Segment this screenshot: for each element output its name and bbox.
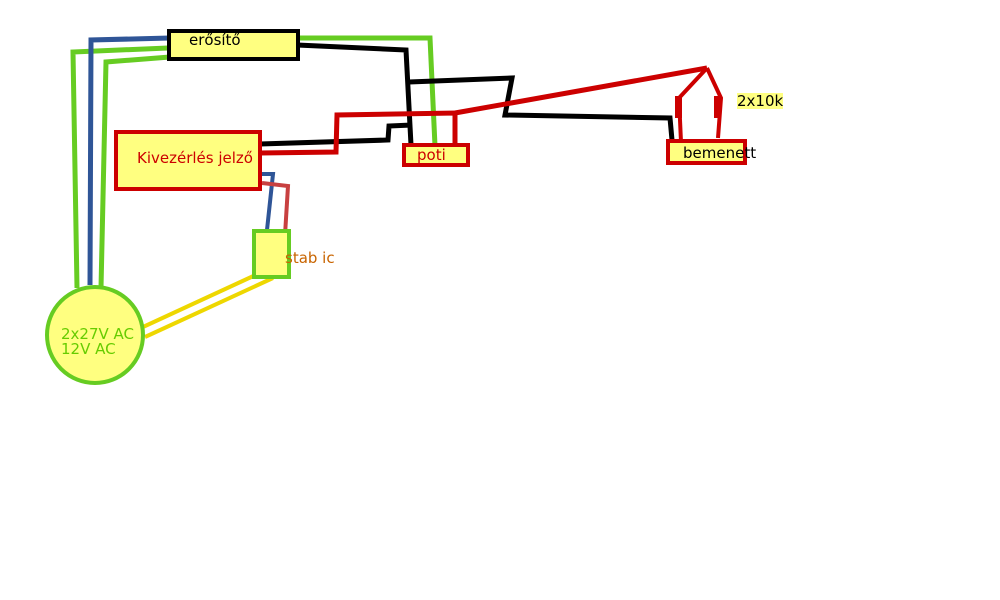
signal-indicator-label: Kivezérlés jelző	[137, 149, 253, 167]
input-box	[666, 139, 747, 165]
signal-indicator-box	[114, 130, 262, 191]
input-label: bemenett	[683, 144, 757, 162]
regulator-yellow-wire-2	[144, 276, 274, 339]
resistor-2	[714, 96, 721, 118]
pot-black-wire-to-input	[408, 75, 675, 141]
transformer-label-line2: 12V AC	[61, 340, 116, 358]
regulator-blue-wire	[260, 172, 276, 231]
transformer-green-wire-right	[98, 54, 171, 289]
transformer-circle	[45, 285, 145, 385]
regulator-box	[252, 229, 291, 279]
resistor-1	[675, 96, 682, 118]
amplifier-label: erősítő	[189, 31, 241, 49]
amplifier-box	[167, 29, 300, 61]
regulator-red-wire	[261, 181, 291, 236]
signal-red-wire	[259, 110, 458, 156]
pot-red-wire-to-resistors	[454, 65, 708, 116]
amplifier-black-wire	[296, 42, 414, 146]
resistor-red-wire-left	[676, 66, 709, 143]
regulator-yellow-wire-1	[142, 270, 263, 329]
signal-black-wire	[259, 122, 413, 147]
transformer-blue-wire	[87, 35, 171, 286]
pot-box	[402, 143, 470, 167]
regulator-label: stab ic	[285, 249, 335, 267]
pot-label: poti	[417, 146, 446, 164]
transformer-label-line1: 2x27V AC	[61, 325, 135, 343]
amplifier-green-wire-to-pot	[297, 35, 438, 147]
transformer-green-wire-left	[70, 45, 169, 289]
resistors-label: 2x10k	[737, 92, 784, 110]
